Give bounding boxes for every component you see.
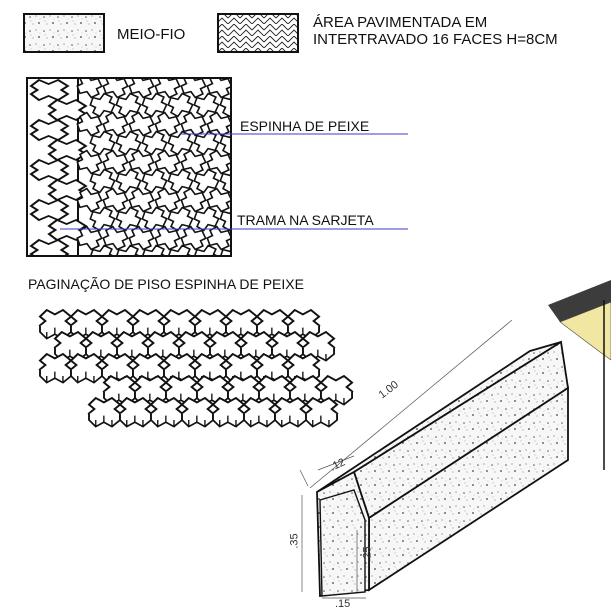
paver-tile	[244, 243, 272, 270]
iso-paver-tile	[87, 396, 122, 428]
paver-tile	[231, 187, 259, 214]
curb-swatch	[23, 13, 105, 53]
annotation-herringbone: ESPINHA DE PEIXE	[240, 118, 370, 134]
iso-paver-tile	[242, 396, 277, 428]
dim-base: .15	[335, 598, 351, 610]
iso-paver-tile	[118, 396, 153, 428]
legend-curb-label: MEIO-FIO	[117, 26, 186, 43]
paver-tile	[244, 167, 272, 194]
paver-tile	[29, 79, 70, 102]
paver-tile	[29, 198, 70, 222]
paver-tile	[47, 178, 88, 202]
curb-drawing	[299, 319, 569, 599]
paver-tile	[47, 138, 88, 162]
paved-swatch	[217, 13, 299, 53]
iso-paver-tile	[211, 396, 246, 428]
dim-height: .35	[288, 533, 301, 549]
iso-paver-tile	[273, 396, 308, 428]
iso-paver-tile	[180, 396, 215, 428]
paver-tile	[29, 118, 70, 142]
iso-paver-tile	[304, 396, 339, 428]
iso-paver-tile	[38, 352, 73, 384]
dim-inner-height: .25	[361, 546, 374, 562]
section-title: PAGINAÇÃO DE PISO ESPINHA DE PEIXE	[28, 276, 304, 292]
iso-paver-tile	[149, 396, 184, 428]
paver-tile	[244, 91, 272, 118]
legend-paved-label-line1: ÁREA PAVIMENTADA EM	[313, 14, 488, 31]
paver-tile	[29, 158, 70, 182]
iso-paver-tile	[69, 352, 104, 384]
paver-tile	[231, 73, 259, 100]
paver-tile	[231, 149, 259, 176]
legend-paved-label-line2: INTERTRAVADO 16 FACES H=8CM	[313, 31, 558, 48]
annotation-gutter: TRAMA NA SARJETA	[237, 212, 374, 228]
